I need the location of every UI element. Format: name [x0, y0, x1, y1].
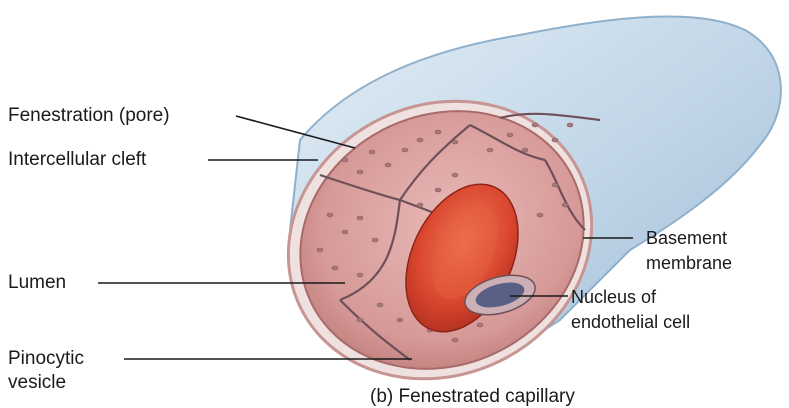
label-basement-membrane-line1: Basement	[646, 227, 727, 249]
label-pinocytic-vesicle-line2: vesicle	[8, 372, 66, 394]
figure-caption: (b) Fenestrated capillary	[370, 386, 575, 408]
label-basement-membrane-line2: membrane	[646, 252, 732, 274]
label-nucleus-line2: endothelial cell	[571, 311, 690, 333]
label-nucleus-line1: Nucleus of	[571, 286, 656, 308]
label-fenestration: Fenestration (pore)	[8, 105, 170, 127]
capillary-diagram	[0, 0, 789, 396]
label-lumen: Lumen	[8, 272, 66, 294]
label-intercellular-cleft: Intercellular cleft	[8, 149, 146, 171]
label-pinocytic-vesicle-line1: Pinocytic	[8, 348, 84, 370]
